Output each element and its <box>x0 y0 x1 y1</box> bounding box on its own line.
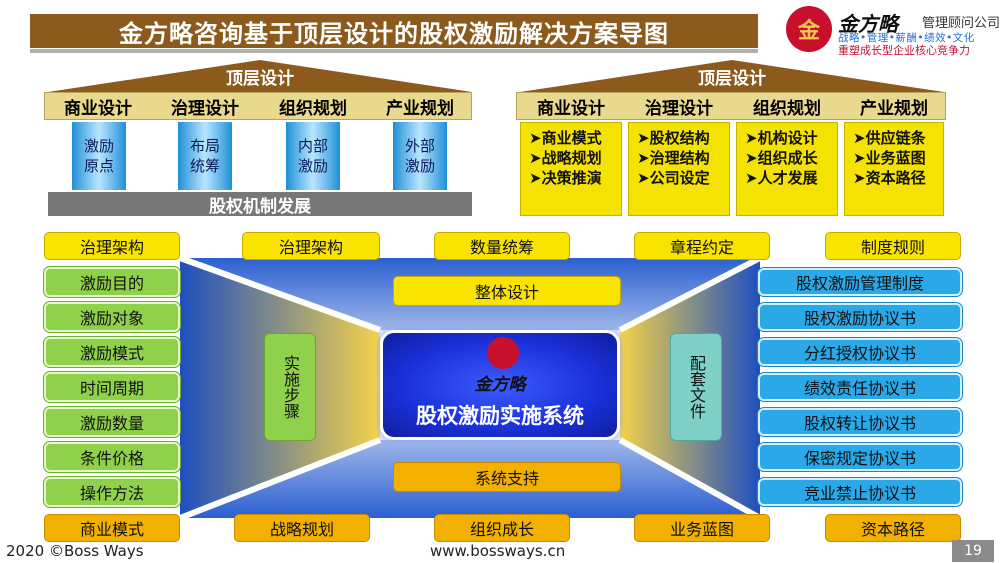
pillar-label: 外部激励 <box>404 137 435 175</box>
item-line: ➤供应链条 <box>853 129 926 147</box>
left-roof-label: 顶层设计 <box>226 68 294 89</box>
right-temple-roof <box>520 60 944 92</box>
right-items-industry: ➤供应链条 ➤业务蓝图 ➤资本路径 <box>844 122 944 216</box>
system-support-box: 系统支持 <box>393 462 621 492</box>
company-logo-icon: 金 <box>786 6 832 52</box>
pillar-label: 激励原点 <box>83 137 114 175</box>
right-doc-5: 股权转让协议书 <box>758 408 962 436</box>
top-box-4: 章程约定 <box>634 232 770 260</box>
top-box-3: 数量统筹 <box>434 232 570 260</box>
item-line: ➤股权结构 <box>637 129 710 147</box>
right-header-organization: 组织规划 <box>753 98 821 119</box>
item-line: ➤治理结构 <box>637 149 710 167</box>
right-doc-4: 绩效责任协议书 <box>758 373 962 401</box>
supporting-docs-box: 配套文件 <box>670 333 722 441</box>
logo-name: 金方略 <box>838 12 898 36</box>
left-header-industry: 产业规划 <box>386 98 454 119</box>
right-header-bar <box>516 92 946 120</box>
center-system-title: 股权激励实施系统 <box>416 404 584 428</box>
left-pillar-layout: 布局统筹 <box>178 122 232 190</box>
bottom-box-1: 商业模式 <box>44 514 180 542</box>
pillar-label: 布局统筹 <box>189 137 220 175</box>
left-item-5: 激励数量 <box>44 407 180 437</box>
right-doc-2: 股权激励协议书 <box>758 303 962 331</box>
right-doc-6: 保密规定协议书 <box>758 443 962 471</box>
left-header-business: 商业设计 <box>64 98 132 119</box>
left-header-governance: 治理设计 <box>171 98 239 119</box>
right-header-business: 商业设计 <box>537 98 605 119</box>
right-doc-1: 股权激励管理制度 <box>758 268 962 296</box>
bottom-box-4: 业务蓝图 <box>634 514 770 542</box>
top-box-5: 制度规则 <box>825 232 961 260</box>
item-line: ➤组织成长 <box>745 149 818 167</box>
item-line: ➤战略规划 <box>529 149 602 167</box>
implementation-steps-box: 实施步骤 <box>264 333 316 441</box>
item-line: ➤决策推演 <box>529 169 602 187</box>
item-line: ➤公司设定 <box>637 169 710 187</box>
right-doc-3: 分红授权协议书 <box>758 338 962 366</box>
left-header-organization: 组织规划 <box>279 98 347 119</box>
left-temple-roof <box>48 60 472 92</box>
bottom-box-3: 组织成长 <box>434 514 570 542</box>
left-pillar-origin: 激励原点 <box>72 122 126 190</box>
left-item-3: 激励模式 <box>44 337 180 367</box>
center-logo-icon <box>487 337 519 369</box>
left-item-7: 操作方法 <box>44 477 180 507</box>
left-base-bar: 股权机制发展 <box>48 192 472 217</box>
top-box-1: 治理架构 <box>44 232 180 260</box>
top-box-2: 治理架构 <box>242 232 380 260</box>
right-items-business: ➤商业模式 ➤战略规划 ➤决策推演 <box>520 122 622 216</box>
right-items-governance: ➤股权结构 ➤治理结构 ➤公司设定 <box>628 122 730 216</box>
item-line: ➤业务蓝图 <box>853 149 926 167</box>
footer-copyright: 2020 ©Boss Ways <box>6 542 144 560</box>
right-items-organization: ➤机构设计 ➤组织成长 ➤人才发展 <box>736 122 838 216</box>
right-roof-label: 顶层设计 <box>698 68 766 89</box>
left-item-1: 激励目的 <box>44 267 180 297</box>
logo-consult: 管理顾问公司 <box>922 16 1000 31</box>
title-bar: 金方略咨询基于顶层设计的股权激励解决方案导图 <box>30 14 758 53</box>
bottom-box-5: 资本路径 <box>825 514 961 542</box>
right-doc-7: 竞业禁止协议书 <box>758 478 962 506</box>
page-title: 金方略咨询基于顶层设计的股权激励解决方案导图 <box>119 19 669 48</box>
left-header-bar <box>44 92 472 120</box>
right-header-industry: 产业规划 <box>860 98 928 119</box>
right-header-governance: 治理设计 <box>645 98 713 119</box>
item-line: ➤资本路径 <box>853 169 926 187</box>
left-pillar-internal: 内部激励 <box>286 122 340 190</box>
overall-design-box: 整体设计 <box>393 276 621 306</box>
item-line: ➤人才发展 <box>745 169 818 187</box>
center-logo-name: 金方略 <box>474 374 526 395</box>
page-number: 19 <box>952 540 994 562</box>
logo-glyph: 金 <box>797 19 820 44</box>
pillar-label: 内部激励 <box>297 137 328 175</box>
footer-url[interactable]: www.bossways.cn <box>430 542 566 560</box>
item-line: ➤商业模式 <box>529 129 602 147</box>
item-line: ➤机构设计 <box>745 129 818 147</box>
left-item-6: 条件价格 <box>44 442 180 472</box>
center-system-box: 金方略 股权激励实施系统 <box>380 330 620 440</box>
left-item-2: 激励对象 <box>44 302 180 332</box>
bottom-box-2: 战略规划 <box>234 514 370 542</box>
left-pillar-external: 外部激励 <box>393 122 447 190</box>
left-item-4: 时间周期 <box>44 372 180 402</box>
logo-values: 战略•管理•薪酬•绩效•文化 <box>838 32 975 44</box>
logo-slogan: 重塑成长型企业核心竞争力 <box>838 44 970 57</box>
